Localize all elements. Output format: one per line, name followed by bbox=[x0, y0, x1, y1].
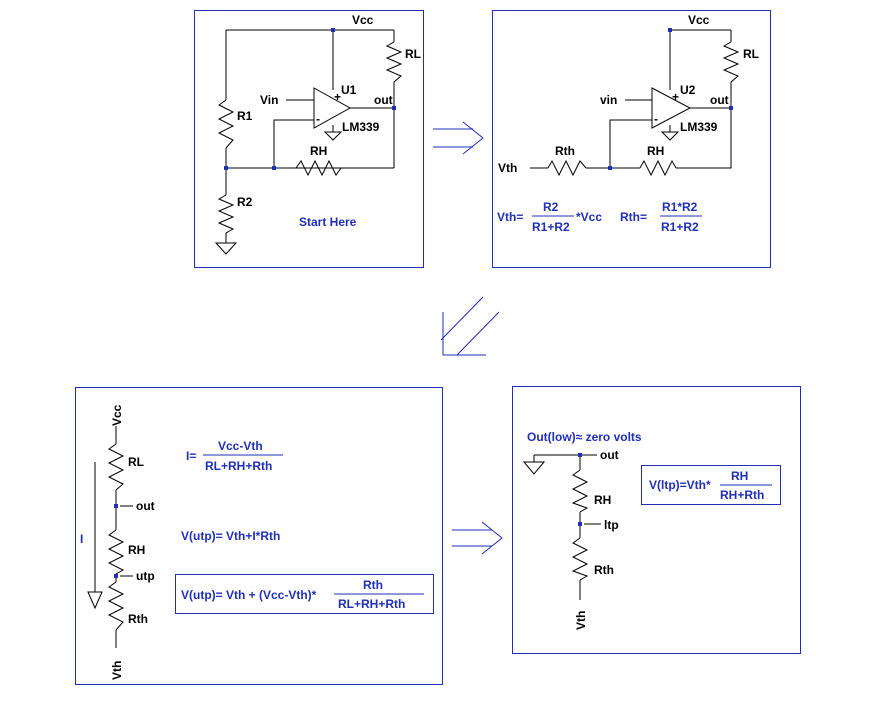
panel-4-frame bbox=[512, 386, 801, 654]
label-rh: RH bbox=[310, 144, 327, 158]
eq-box bbox=[175, 574, 434, 614]
label-vin: Vin bbox=[260, 93, 278, 107]
label-vcc: Vcc bbox=[688, 13, 710, 27]
arrow-down-left bbox=[440, 296, 500, 356]
label-vth: Vth bbox=[574, 611, 588, 630]
label-r1: R1 bbox=[237, 109, 253, 123]
label-rl: RL bbox=[405, 47, 421, 61]
label-rl: RL bbox=[128, 455, 144, 469]
panel-upper-trip-point: Vcc RL out RH utp Rth Vth I I= Vcc-Vth R… bbox=[75, 387, 443, 685]
eq-ltp-num: RH bbox=[731, 469, 748, 483]
label-lm339: LM339 bbox=[680, 120, 718, 134]
ground-symbol bbox=[660, 131, 680, 141]
label-rth: Rth bbox=[128, 612, 148, 626]
panel-thevenin-circuit: Vcc RL U2 + vin out - LM339 Rth RH Vth V… bbox=[492, 10, 771, 268]
arrow-right-2 bbox=[452, 521, 503, 555]
resistor-rl bbox=[107, 443, 125, 491]
label-rh: RH bbox=[647, 144, 664, 158]
resistor-rth bbox=[571, 537, 589, 581]
label-ltp: ltp bbox=[604, 518, 619, 532]
label-rh: RH bbox=[128, 543, 145, 557]
caption-out-low: Out(low)≈ zero volts bbox=[527, 430, 642, 444]
arrow-right-1 bbox=[433, 121, 484, 155]
label-current: I bbox=[80, 532, 83, 546]
label-r2: R2 bbox=[237, 195, 253, 209]
eq-rth-num: R1*R2 bbox=[662, 200, 698, 214]
ground-symbol bbox=[522, 454, 595, 475]
label-rl: RL bbox=[743, 47, 759, 61]
label-vcc: Vcc bbox=[352, 13, 374, 27]
resistor-rh bbox=[639, 159, 677, 177]
label-out: out bbox=[600, 448, 619, 462]
resistor-rth bbox=[107, 581, 125, 631]
resistor-rl bbox=[385, 41, 403, 88]
eq-vth-num: R2 bbox=[543, 200, 559, 214]
label-plus: + bbox=[334, 90, 341, 104]
ground-symbol bbox=[323, 131, 343, 141]
panel-2-frame bbox=[492, 10, 771, 268]
eq-ltp-lhs: V(ltp)=Vth* bbox=[649, 478, 711, 492]
eq-i-den: RL+RH+Rth bbox=[205, 459, 272, 473]
label-start-here: Start Here bbox=[299, 215, 357, 229]
label-minus: - bbox=[316, 112, 320, 126]
label-u1: U1 bbox=[341, 83, 357, 97]
label-vth: Vth bbox=[498, 161, 517, 175]
label-utp: utp bbox=[136, 569, 155, 583]
label-rh: RH bbox=[594, 493, 611, 507]
eq-box bbox=[641, 465, 781, 505]
label-vin: vin bbox=[600, 93, 617, 107]
label-out: out bbox=[374, 93, 393, 107]
resistor-rh bbox=[295, 159, 342, 177]
eq-vth-den: R1+R2 bbox=[532, 220, 570, 234]
panel-original-circuit: Vcc RL U1 + Vin out R1 - LM339 RH R2 Sta… bbox=[194, 10, 424, 268]
current-arrow bbox=[87, 462, 103, 610]
label-out: out bbox=[136, 499, 155, 513]
label-vcc: Vcc bbox=[110, 404, 124, 426]
eq-utp2-den: RL+RH+Rth bbox=[338, 597, 405, 611]
resistor-rl bbox=[722, 41, 740, 88]
label-plus: + bbox=[672, 90, 679, 104]
label-out: out bbox=[710, 93, 729, 107]
eq-utp: V(utp)= Vth+I*Rth bbox=[181, 529, 280, 543]
label-lm339: LM339 bbox=[342, 120, 380, 134]
resistor-r2 bbox=[217, 194, 235, 243]
eq-rth-lhs: Rth= bbox=[620, 210, 647, 224]
eq-rth-den: R1+R2 bbox=[661, 220, 699, 234]
label-vth: Vth bbox=[110, 661, 124, 680]
eq-vth-tail: *Vcc bbox=[576, 210, 602, 224]
label-rth: Rth bbox=[594, 563, 614, 577]
eq-ltp-den: RH+Rth bbox=[720, 488, 764, 502]
ground-symbol bbox=[214, 242, 238, 255]
eq-utp2-lhs: V(utp)= Vth + (Vcc-Vth)* bbox=[181, 588, 317, 602]
panel-1-frame bbox=[194, 10, 424, 268]
label-rth: Rth bbox=[555, 144, 575, 158]
label-u2: U2 bbox=[680, 83, 696, 97]
eq-i-lhs: I= bbox=[186, 449, 196, 463]
eq-utp2-num: Rth bbox=[363, 578, 383, 592]
eq-i-num: Vcc-Vth bbox=[218, 439, 263, 453]
comparator-u1 bbox=[313, 87, 352, 129]
resistor-rth bbox=[547, 159, 587, 177]
eq-vth-lhs: Vth= bbox=[497, 210, 523, 224]
resistor-r1 bbox=[217, 99, 235, 149]
panel-lower-trip-point: Out(low)≈ zero volts out RH ltp Rth Vth … bbox=[512, 386, 801, 654]
label-minus: - bbox=[654, 112, 658, 126]
panel-3-frame bbox=[75, 387, 443, 685]
resistor-rh bbox=[571, 469, 589, 513]
resistor-rh bbox=[107, 529, 125, 575]
comparator-u2 bbox=[651, 87, 692, 129]
